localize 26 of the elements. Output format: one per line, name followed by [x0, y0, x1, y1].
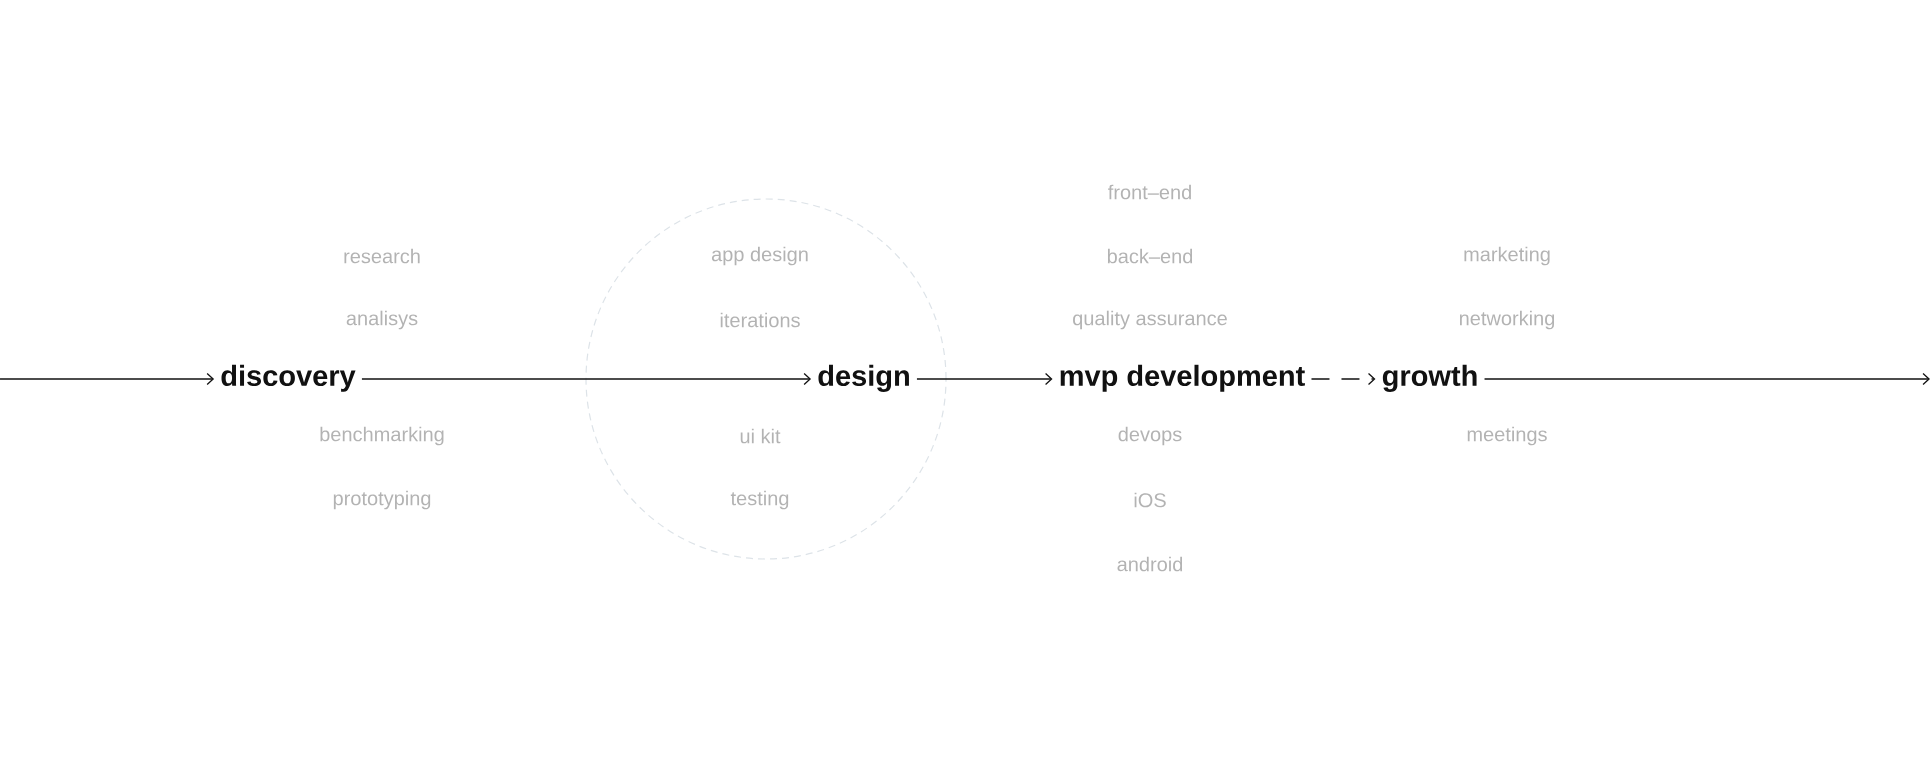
arrow: [1310, 372, 1376, 386]
task-label: research: [344, 248, 420, 264]
task-label: devops: [1118, 426, 1182, 446]
task-label: analisys: [346, 310, 418, 330]
task-label: iOS: [1134, 492, 1166, 508]
stage-label: discovery: [221, 364, 356, 392]
task-label: android: [1117, 556, 1183, 572]
task-label: back–end: [1107, 248, 1193, 264]
task-label: app design: [711, 246, 808, 266]
arrow: [0, 372, 215, 386]
task-label: marketing: [1464, 246, 1550, 266]
arrow: [1483, 372, 1930, 386]
task-label: testing: [730, 490, 789, 510]
task-label: quality assurance: [1073, 310, 1227, 330]
task-label: benchmarking: [320, 426, 444, 446]
task-label: networking: [1460, 310, 1555, 330]
stage-label: mvp development: [1060, 364, 1305, 392]
stage-label: design: [818, 364, 909, 392]
task-label: ui kit: [740, 428, 781, 444]
arrow: [361, 372, 812, 386]
task-label: iterations: [720, 312, 800, 328]
task-label: meetings: [1467, 426, 1547, 446]
arrow: [916, 372, 1053, 386]
stage-label: growth: [1382, 364, 1477, 392]
task-label: front–end: [1108, 184, 1191, 200]
task-label: prototyping: [333, 490, 431, 510]
